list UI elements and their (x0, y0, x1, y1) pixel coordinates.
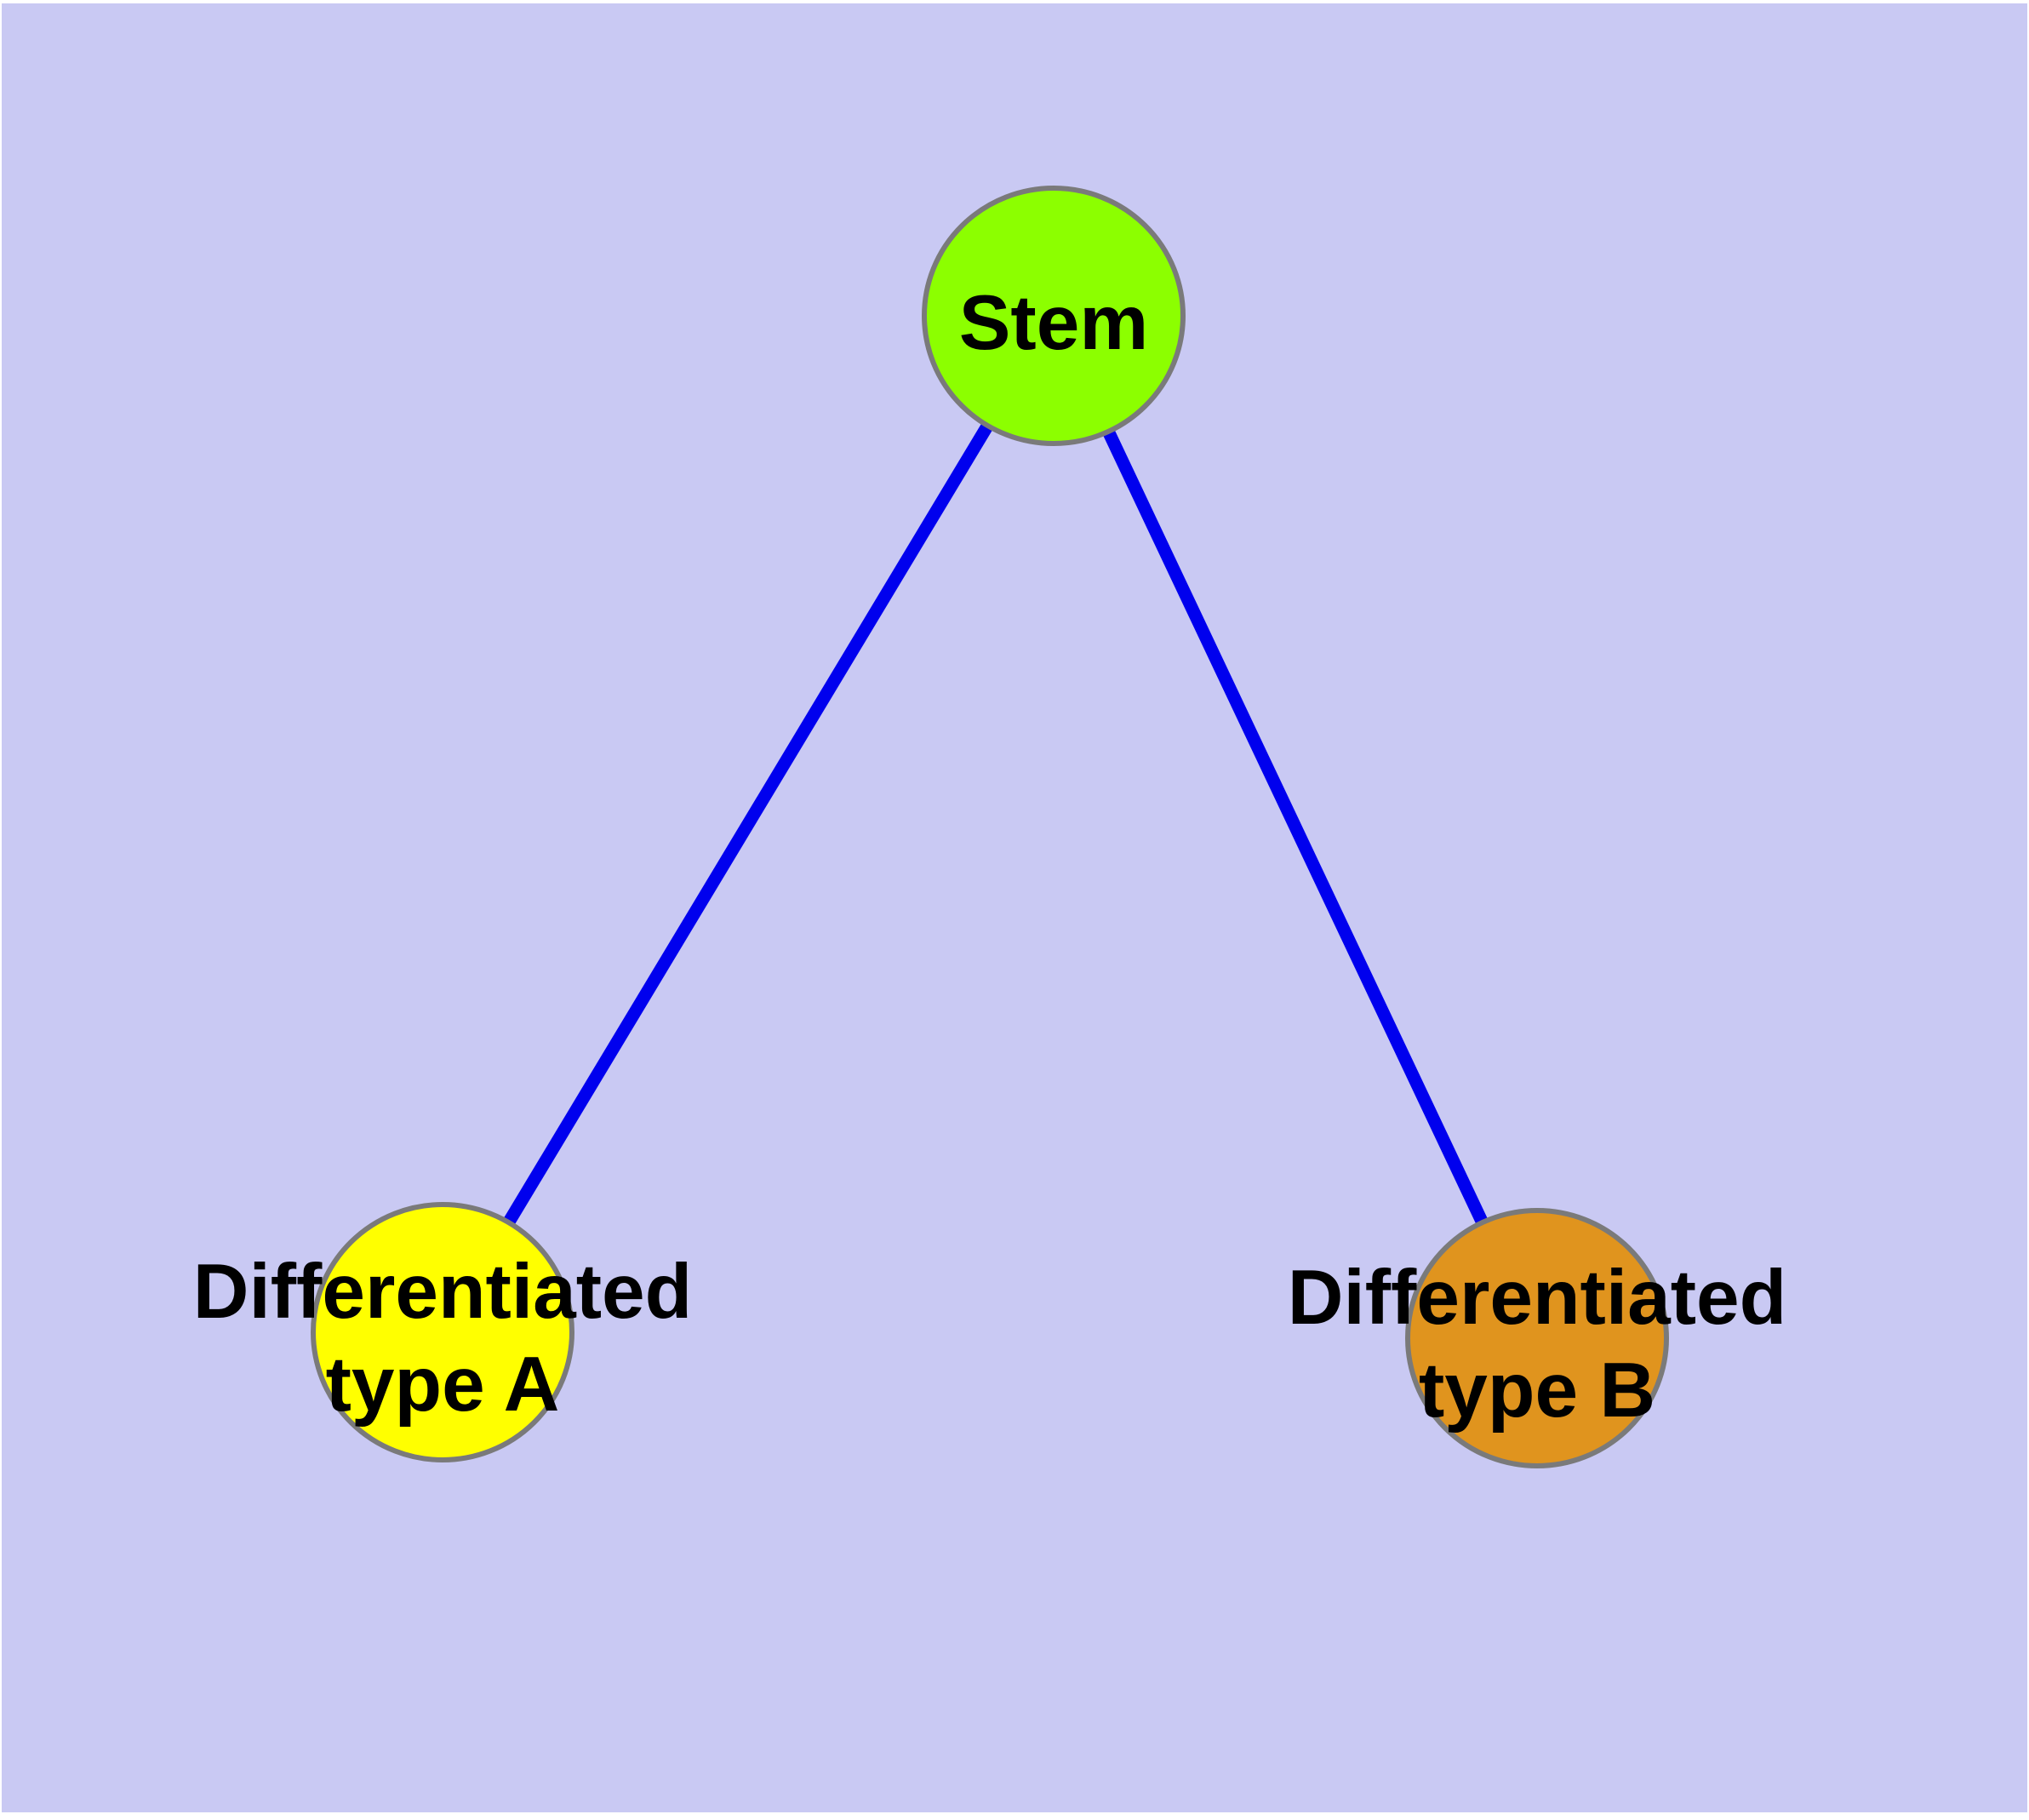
node-differentiated-type-a[interactable]: Differentiated type A (193, 1202, 693, 1462)
type-a-node-circle[interactable] (311, 1202, 574, 1462)
type-a-node-label-line1: Differentiated (193, 1249, 693, 1335)
stem-node-circle[interactable] (922, 186, 1186, 446)
type-b-node-label-line2: type B (1419, 1348, 1655, 1434)
edge-stem-to-type-a (437, 312, 1060, 1336)
stem-node-label: Stem (959, 280, 1149, 366)
node-differentiated-type-b[interactable]: Differentiated type B (1288, 1208, 1787, 1468)
edge-stem-to-type-b (1048, 312, 1543, 1342)
node-stem[interactable]: Stem (922, 186, 1186, 446)
type-b-node-label-line1: Differentiated (1288, 1255, 1787, 1341)
type-a-node-label-line2: type A (326, 1342, 560, 1428)
type-b-node-circle[interactable] (1405, 1208, 1669, 1468)
